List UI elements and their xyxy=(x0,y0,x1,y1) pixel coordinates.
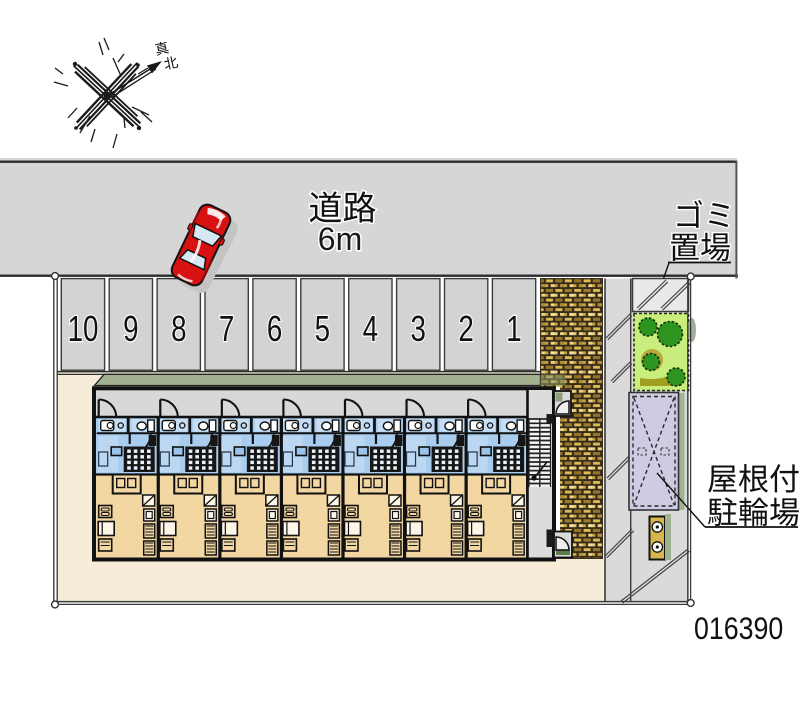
svg-text:6: 6 xyxy=(267,308,282,349)
svg-text:8: 8 xyxy=(171,308,186,349)
svg-text:9: 9 xyxy=(123,308,138,349)
svg-text:4: 4 xyxy=(363,308,378,349)
svg-text:1: 1 xyxy=(506,308,521,349)
svg-text:10: 10 xyxy=(68,308,99,349)
svg-text:3: 3 xyxy=(410,308,425,349)
svg-text:2: 2 xyxy=(458,308,473,349)
svg-text:7: 7 xyxy=(219,308,234,349)
svg-text:5: 5 xyxy=(315,308,330,349)
svg-text:016390: 016390 xyxy=(694,612,783,646)
svg-text:6m: 6m xyxy=(318,221,362,257)
